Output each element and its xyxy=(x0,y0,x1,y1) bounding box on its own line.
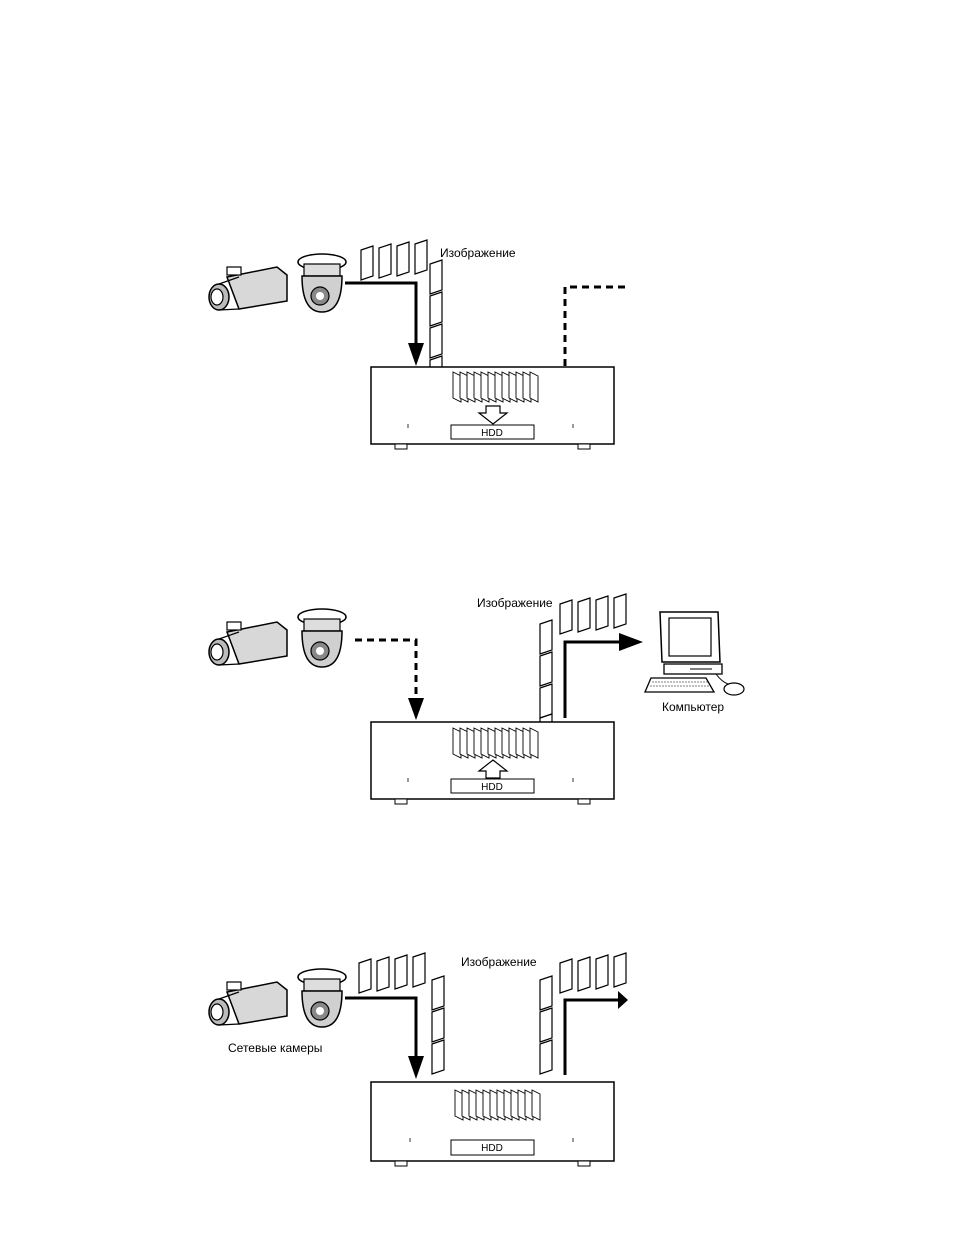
diagram-simultaneous: Сетевые камеры Изображение xyxy=(0,940,954,1180)
diagram-playback-svg: Изображение Компьютер xyxy=(0,560,954,820)
box-camera-icon xyxy=(209,982,287,1025)
diagram-recording-svg: Изображение HDD xyxy=(0,0,954,480)
hdd-label: HDD xyxy=(481,782,503,793)
image-frames-out xyxy=(540,953,626,1074)
image-label: Изображение xyxy=(440,246,516,260)
hdd-icon: HDD xyxy=(451,779,534,793)
hdd-label: HDD xyxy=(481,428,503,439)
dome-camera-icon xyxy=(298,254,346,312)
output-arrow xyxy=(565,633,643,718)
dome-camera-icon xyxy=(298,609,346,667)
record-arrow xyxy=(345,998,424,1079)
hdd-icon: HDD xyxy=(451,425,534,439)
hdd-label: HDD xyxy=(481,1143,503,1154)
image-label: Изображение xyxy=(477,596,553,610)
dashed-arrow xyxy=(355,640,424,720)
image-frames-in xyxy=(359,953,444,1074)
hdd-icon: HDD xyxy=(451,1140,534,1155)
stored-images xyxy=(453,728,538,758)
image-label: Изображение xyxy=(461,955,537,969)
computer-icon xyxy=(645,612,744,695)
computer-label: Компьютер xyxy=(662,700,724,714)
stored-images xyxy=(453,372,538,402)
diagram-recording: Изображение HDD xyxy=(0,0,954,480)
network-dashed-line xyxy=(565,287,628,366)
output-arrow xyxy=(565,991,628,1075)
diagram-simultaneous-svg: Сетевые камеры Изображение xyxy=(0,940,954,1180)
diagram-playback: Изображение Компьютер xyxy=(0,560,954,820)
stored-images xyxy=(455,1090,540,1120)
box-camera-icon xyxy=(209,622,287,665)
record-arrow xyxy=(345,283,424,366)
dome-camera-icon xyxy=(298,969,346,1027)
cameras-label: Сетевые камеры xyxy=(228,1041,322,1055)
box-camera-icon xyxy=(209,267,287,310)
